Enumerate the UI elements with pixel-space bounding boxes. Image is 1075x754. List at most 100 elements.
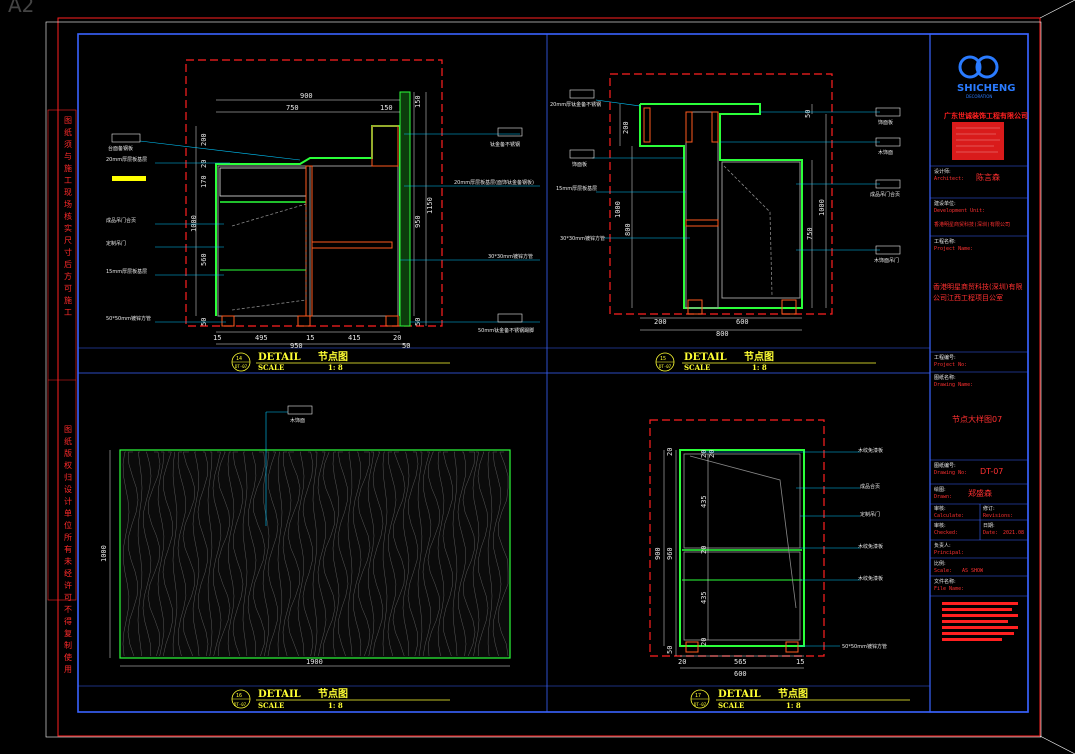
material-tag [875,107,901,117]
tb-projno-label: 工程编号: [934,354,956,361]
tb-dwgno-label-en: Drawing No: [934,470,967,476]
steel-tube [371,125,399,167]
view-scale: 1: 8 [328,363,343,372]
title-block: SHICHENG DECORATION 广东世诚装饰工程有限公司 设计师: Ar… [929,33,1029,713]
view-scale: 1: 8 [786,701,801,710]
material-tag [497,313,523,323]
leg-tube [221,315,235,327]
tb-designer-label: 设计师: [934,168,951,175]
label-right-2: 成品吊门合页 [870,191,900,198]
wood-grain-line [197,451,209,657]
material-tag [875,137,901,147]
logo-ring-right [975,55,999,79]
label-right-0: 木纹免漆板 [858,447,883,454]
dim-top-b: 150 [380,104,393,112]
wood-grain-line [372,451,384,657]
wood-grain-line [322,451,336,657]
steel-tube [685,111,693,143]
label-right-3: 木饰面吊门 [874,257,899,264]
dim-left-c: 170 [200,175,208,188]
leg-tube [297,315,311,327]
label-right-1: 20mm厚层板基层(面饰钛金备钢板) [454,179,534,186]
sheet-corner-line [1039,735,1075,754]
wood-grain-line [122,451,130,657]
wood-grain-line [247,451,257,657]
wood-grain-line [317,451,327,657]
view-scale: 1: 8 [752,363,767,372]
tb-date: 2021.08 [1003,530,1024,536]
wood-grain-line [147,451,161,657]
label-left-0: 台面备钢板 [108,145,133,152]
wood-grain-line [232,451,244,657]
dim-left-a: 20 [666,448,674,456]
view-title: DETAIL [718,689,761,700]
wood-grain-line [407,451,419,657]
label-right-4: 木纹免漆板 [858,575,883,582]
dim-bottom-a: 20 [678,658,686,666]
bubble-ref: DT-07 [659,364,672,369]
tb-file-label-en: File Name: [934,586,964,592]
wood-grain-line [347,451,353,657]
sheet-corner-line [1039,0,1075,19]
dim-right-c: 750 [806,227,814,240]
dim-right-a: 50 [804,110,812,118]
bubble-ref: DT-07 [694,702,707,707]
dim-left-b: 1000 [614,201,622,218]
dim-bottom-total: 950 [290,342,303,350]
dim-bottom-b: 15 [306,334,314,342]
tb-principal-label-en: Principal: [934,550,964,556]
label-left-3: 定制吊门 [106,240,126,247]
leg-tube [687,299,703,315]
wood-grain-line [282,451,292,657]
logo-text: SHICHENG [957,83,1015,94]
dim-left-a: 200 [622,121,630,134]
wood-grain-line [312,451,318,657]
leg-tube [785,641,799,653]
wood-grain-line [212,451,222,657]
tb-scale: AS SHOW [962,568,984,574]
dim-left-c: 960 [666,547,674,560]
wood-grain-line [452,451,458,657]
wood-grain-line [382,451,388,657]
dim-bottom-total: 600 [734,670,747,678]
material-tag [875,179,901,189]
dim-top-total: 900 [300,92,313,100]
material-tag [569,89,595,99]
wood-grain-line [487,451,493,657]
leg-tube [385,315,399,327]
dim-left-b: 900 [654,547,662,560]
wood-grain-line [422,451,432,657]
steel-tube [685,219,719,227]
dim-right-b: 1000 [818,199,826,216]
bubble-ref: DT-07 [235,364,248,369]
wood-grain-line [137,451,143,657]
drawer-box [219,167,307,197]
wood-grain-line [182,451,196,657]
view-scale-label: SCALE [258,363,284,372]
bubble-number: 14 [236,356,242,362]
label-right-2: 定制吊门 [860,511,880,518]
tb-dwgname-label: 图纸名称: [934,374,956,381]
label-right-0: 饰面板 [878,119,893,126]
wood-grain-line [267,451,279,657]
tb-rev-label: 修订: [983,505,995,512]
wood-grain-line [417,451,423,657]
dim-bottom-total: 800 [716,330,729,338]
dim-bottom-b: 565 [734,658,747,666]
tb-checked-label: 审核: [934,522,946,529]
tb-file-label: 文件名称: [934,578,956,585]
wood-grain-line [357,451,371,657]
tb-dev: 香港明星商贸科技(深圳)有限公司 [934,221,1010,228]
label-left-2: 成品吊门合页 [106,217,136,224]
tb-dev-label-en: Development Unit: [934,208,985,214]
wood-grain-line [367,451,375,657]
wood-grain-line [162,451,174,657]
wood-grain-line [142,451,152,657]
side-note-box [47,109,77,601]
label-right-1: 木饰面 [878,149,893,156]
label-left-1: 20mm厚层板基层 [106,156,147,163]
wood-grain-line [457,451,467,657]
steel-tube [643,107,651,143]
steel-tube [311,241,393,249]
wood-grain-line [277,451,283,657]
